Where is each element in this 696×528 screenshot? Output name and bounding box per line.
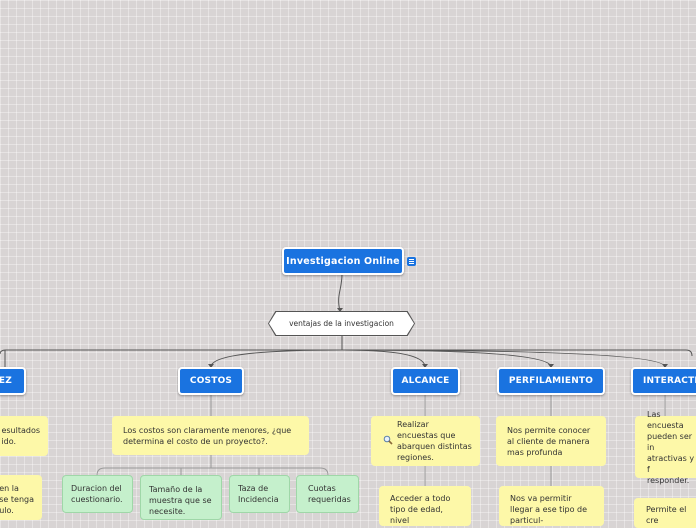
search-icon [383,435,393,445]
note-rapidez-1: esultados ido. [0,416,48,456]
hub-topic[interactable]: ventajas de la investigacion [269,312,414,335]
cost-factor-incidencia[interactable]: Taza de Incidencia [229,475,290,513]
note-interaccion-2: Permite el cre [634,498,696,528]
note-interaccion-1: Las encuesta pueden ser in atractivas y … [635,410,696,485]
note-alcance-2: Acceder a todo tipo de edad, nivel [379,486,471,526]
branch-costos[interactable]: COSTOS [178,367,244,395]
cost-factor-cuotas[interactable]: Cuotas requeridas [296,475,359,513]
cost-factor-tamano[interactable]: Tamaño de la muestra que se necesite. [140,475,222,520]
cost-factor-duracion[interactable]: Duracion del cuestionario. [62,475,133,513]
branch-perfilamiento[interactable]: PERFILAMIENTO [497,367,605,395]
note-rapidez-2: en la se tenga ulo. [0,475,42,520]
note-perfilamiento-2: Nos va permitir llegar a ese tipo de par… [499,486,604,526]
note-costos: Los costos son claramente menores, ¿que … [112,416,309,455]
note-perfilamiento-1: Nos permite conocer al cliente de manera… [496,416,606,466]
root-topic[interactable]: Investigacion Online [282,247,404,275]
branch-rapidez[interactable]: EZ [0,367,26,395]
branch-alcance[interactable]: ALCANCE [391,367,460,395]
branch-interaccion[interactable]: INTERACTI [631,367,696,395]
note-icon[interactable] [407,257,416,266]
